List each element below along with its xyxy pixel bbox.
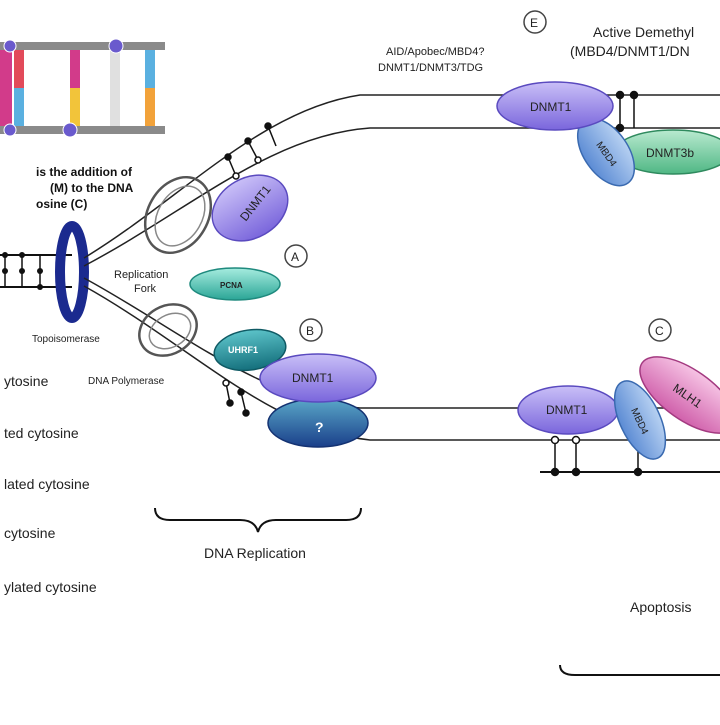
dna-replication-label: DNA Replication xyxy=(204,545,306,561)
marker-c-label: C xyxy=(655,324,664,338)
active-demethylation-label-2: (MBD4/DNMT1/DN xyxy=(570,43,690,59)
bottom-fork-rungs xyxy=(222,379,250,417)
marker-a-label: A xyxy=(291,250,299,264)
replication-fork-label-2: Fork xyxy=(134,283,157,295)
legend: ytosine ted cytosine lated cytosine cyto… xyxy=(4,373,97,595)
active-demethylation-label-1: Active Demethyl xyxy=(593,24,694,40)
intro-line-1: is the addition of xyxy=(36,165,133,179)
top-fork-rungs xyxy=(224,122,277,180)
bottom-right-rungs xyxy=(540,435,720,477)
top-right-rungs xyxy=(615,90,639,133)
pcna-label: PCNA xyxy=(220,281,243,290)
marker-b xyxy=(299,318,323,342)
marker-c xyxy=(648,318,672,342)
marker-e-label: E xyxy=(530,16,538,30)
dna-replication-brace xyxy=(154,507,362,533)
intro-line-3: osine (C) xyxy=(36,197,87,211)
replication-fork-label-1: Replication xyxy=(114,269,168,281)
uhrf1-enzyme xyxy=(213,328,287,372)
legend-item-1: ytosine xyxy=(4,373,49,389)
apoptosis-brace xyxy=(559,664,720,676)
polymerase-ring-top xyxy=(143,176,213,254)
marker-a xyxy=(284,244,308,268)
dnmt1-enzyme-e xyxy=(496,81,614,131)
aid-label-2: DNMT1/DNMT3/TDG xyxy=(378,62,483,74)
legend-item-2: ted cytosine xyxy=(4,425,79,441)
topoisomerase-ring xyxy=(55,221,89,323)
apoptosis-label: Apoptosis xyxy=(630,599,691,615)
dnmt1-label-b: DNMT1 xyxy=(292,371,334,385)
legend-item-3: lated cytosine xyxy=(4,476,90,492)
dnmt3b-label: DNMT3b xyxy=(646,146,694,160)
polymerase-ring-bottom-inner xyxy=(148,312,192,350)
dnmt1-enzyme-a xyxy=(211,174,289,242)
dna-polymerase-label: DNA Polymerase xyxy=(88,376,165,387)
polymerase-ring-bottom xyxy=(138,303,198,357)
polymerase-ring-top-inner xyxy=(154,185,206,247)
unknown-enzyme-label: ? xyxy=(315,419,324,435)
intro-line-2: (M) to the DNA xyxy=(50,181,134,195)
aid-label-1: AID/Apobec/MBD4? xyxy=(386,46,484,58)
uhrf1-label: UHRF1 xyxy=(228,345,258,355)
pcna-enzyme xyxy=(189,267,281,301)
marker-b-label: B xyxy=(306,324,314,338)
mlh1-enzyme xyxy=(639,356,720,434)
mbd4-enzyme-c xyxy=(613,380,667,460)
legend-item-5: ylated cytosine xyxy=(4,579,97,595)
dnmt1-label-c: DNMT1 xyxy=(546,403,588,417)
dna-ladder-illustration xyxy=(0,38,165,138)
dnmt1-label-e: DNMT1 xyxy=(530,100,572,114)
marker-e xyxy=(523,10,547,34)
dnmt1-enzyme-b xyxy=(259,353,377,403)
topoisomerase-label: Topoisomerase xyxy=(32,334,100,345)
legend-item-4: cytosine xyxy=(4,525,56,541)
